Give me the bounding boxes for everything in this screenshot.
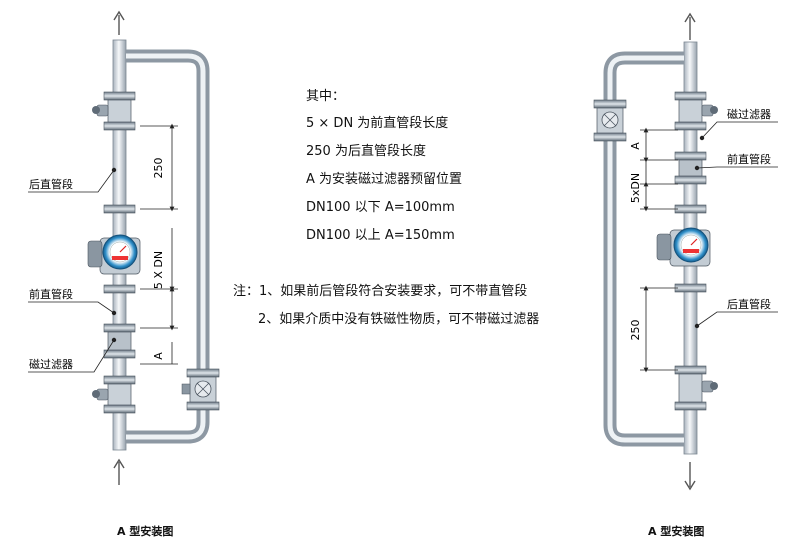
right-leaders: [694, 121, 778, 329]
note-line-5: DN100 以上 A=150mm: [306, 228, 455, 243]
note-line-4: DN100 以下 A=100mm: [306, 200, 455, 215]
right-label-rear-section: 后直管段: [727, 297, 771, 311]
left-dim-5dn: 5 X DN: [152, 251, 165, 289]
left-caption: A 型安装图: [117, 525, 174, 538]
right-top-flow-arrow: [684, 12, 696, 40]
right-caption: A 型安装图: [648, 525, 705, 538]
note-line-2: 250 为后直管段长度: [306, 144, 426, 159]
left-bottom-flow-arrow: [113, 458, 125, 485]
left-flowmeter: [87, 234, 141, 275]
right-dim-5dn: 5xDN: [629, 173, 642, 203]
note-line-1: 5 × DN 为前直管段长度: [306, 116, 449, 131]
left-bottom-valve: [92, 383, 132, 406]
right-dimension-lines: [640, 127, 678, 373]
right-bypass-filter: [596, 107, 624, 134]
left-label-filter: 磁过滤器: [29, 358, 73, 371]
remark-2: 2、如果介质中没有铁磁性物质，可不带磁过滤器: [258, 312, 540, 327]
notes-heading: 其中：: [306, 89, 346, 104]
right-flowmeter: [656, 227, 711, 267]
left-label-rear-section: 后直管段: [29, 177, 73, 191]
left-bypass-pipe: [126, 49, 210, 378]
left-top-flow-arrow: [113, 10, 125, 35]
left-dimension-lines: [140, 123, 178, 365]
right-bypass-pipe: [603, 51, 684, 104]
left-flanges: [103, 91, 220, 414]
right-bottom-valve: [678, 373, 718, 403]
note-line-3: A 为安装磁过滤器预留位置: [306, 172, 463, 187]
right-dim-250: 250: [629, 320, 642, 341]
left-installation-drawing: 250 5 X DN A 后直管段 前直管段 磁过滤器: [28, 10, 220, 485]
left-top-valve: [92, 99, 132, 123]
right-dim-a: A: [629, 142, 642, 150]
remark-1: 注：1、如果前后管段符合安装要求，可不带直管段: [233, 284, 528, 299]
left-leaders: [28, 167, 117, 373]
left-dim-250: 250: [152, 158, 165, 179]
right-bottom-flow-arrow: [684, 462, 696, 491]
right-top-valve: [678, 99, 718, 123]
left-dim-a: A: [152, 352, 165, 360]
right-label-front-section: 前直管段: [727, 152, 771, 166]
left-bypass-filter: [181, 376, 217, 403]
right-installation-drawing: A 5xDN 250 磁过滤器 前直管段 后直管段: [593, 12, 778, 491]
left-magnetic-filter: [107, 331, 132, 351]
left-label-front-section: 前直管段: [29, 287, 73, 301]
right-label-filter: 磁过滤器: [727, 108, 771, 121]
